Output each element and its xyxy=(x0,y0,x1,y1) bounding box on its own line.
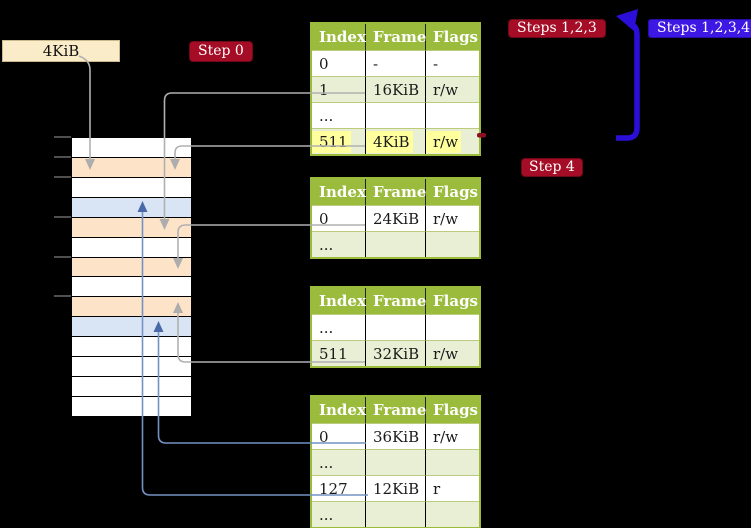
table-cell: 0 xyxy=(312,50,366,76)
table-cell: 32KiB xyxy=(366,340,426,366)
memory-row-mapped-page xyxy=(72,197,191,218)
column-header: Flags xyxy=(426,397,479,423)
memory-row xyxy=(72,138,191,158)
table-cell: ... xyxy=(312,102,366,128)
column-header: Flags xyxy=(426,288,479,314)
page-table-level3: Index Frame Flags 0 24KiB r/w ... xyxy=(310,177,481,259)
page-table-level4: Index Frame Flags 0 - - 1 16KiB r/w ... … xyxy=(310,22,481,156)
column-header: Flags xyxy=(426,24,479,50)
table-cell: r/w xyxy=(426,340,479,366)
table-cell xyxy=(426,102,479,128)
badge-steps1234: Steps 1,2,3,4 xyxy=(648,19,751,38)
table-cell: ... xyxy=(312,501,366,527)
table-cell: r/w xyxy=(426,76,479,102)
badge-step0: Step 0 xyxy=(189,41,253,62)
table-cell xyxy=(366,102,426,128)
badge-steps123: Steps 1,2,3 xyxy=(508,19,606,38)
table-cell: 0 xyxy=(312,205,366,231)
table-cell xyxy=(366,501,426,527)
table-cell: 0 xyxy=(312,423,366,449)
table-cell: - xyxy=(366,50,426,76)
table-cell: ... xyxy=(312,231,366,257)
table-cell: ... xyxy=(312,314,366,340)
table-cell xyxy=(426,314,479,340)
table-cell xyxy=(426,231,479,257)
column-header: Frame xyxy=(366,288,426,314)
column-header: Frame xyxy=(366,179,426,205)
page-table-level1: Index Frame Flags 0 36KiB r/w ... 127 12… xyxy=(310,395,481,528)
table-cell-highlighted: r/w xyxy=(426,128,479,154)
table-cell: 1 xyxy=(312,76,366,102)
memory-tick xyxy=(54,216,71,218)
column-header: Frame xyxy=(366,397,426,423)
memory-row-page-table xyxy=(72,157,191,178)
memory-row xyxy=(72,277,191,298)
table-cell: 24KiB xyxy=(366,205,426,231)
table-cell: ... xyxy=(312,449,366,475)
column-header: Frame xyxy=(366,24,426,50)
memory-tick xyxy=(54,176,71,178)
memory-tick xyxy=(54,256,71,258)
column-header: Index xyxy=(312,179,366,205)
table-cell xyxy=(366,314,426,340)
memory-row xyxy=(72,357,191,378)
table-cell: 127 xyxy=(312,475,366,501)
memory-row-page-table xyxy=(72,257,191,278)
table-cell: 36KiB xyxy=(366,423,426,449)
memory-row xyxy=(72,237,191,258)
memory-row xyxy=(72,177,191,198)
table-cell-highlighted: 4KiB xyxy=(366,128,426,154)
address-label-4kib: 4KiB xyxy=(2,40,120,62)
physical-memory-column xyxy=(71,137,192,417)
table-cell: r/w xyxy=(426,423,479,449)
table-cell xyxy=(426,449,479,475)
memory-row xyxy=(72,337,191,358)
table-cell xyxy=(426,501,479,527)
arrow-recursive-loop xyxy=(616,21,640,141)
memory-row-mapped-page xyxy=(72,317,191,338)
table-cell: - xyxy=(426,50,479,76)
memory-row-page-table xyxy=(72,297,191,318)
memory-tick xyxy=(54,295,71,297)
column-header: Index xyxy=(312,397,366,423)
memory-tick xyxy=(54,156,71,158)
table-cell xyxy=(366,449,426,475)
memory-tick xyxy=(54,136,71,138)
memory-row-page-table xyxy=(72,217,191,238)
column-header: Flags xyxy=(426,179,479,205)
memory-row xyxy=(72,377,191,397)
table-cell: 16KiB xyxy=(366,76,426,102)
table-cell: r/w xyxy=(426,205,479,231)
table-cell xyxy=(366,231,426,257)
table-cell: r xyxy=(426,475,479,501)
table-cell: 511 xyxy=(312,340,366,366)
table-cell: 12KiB xyxy=(366,475,426,501)
column-header: Index xyxy=(312,288,366,314)
arrowhead-upleft-icon xyxy=(616,9,638,31)
column-header: Index xyxy=(312,24,366,50)
table-cell-highlighted: 511 xyxy=(312,128,366,154)
badge-step4: Step 4 xyxy=(521,158,583,177)
page-table-level2: Index Frame Flags ... 511 32KiB r/w xyxy=(310,286,481,368)
memory-row xyxy=(72,396,191,416)
